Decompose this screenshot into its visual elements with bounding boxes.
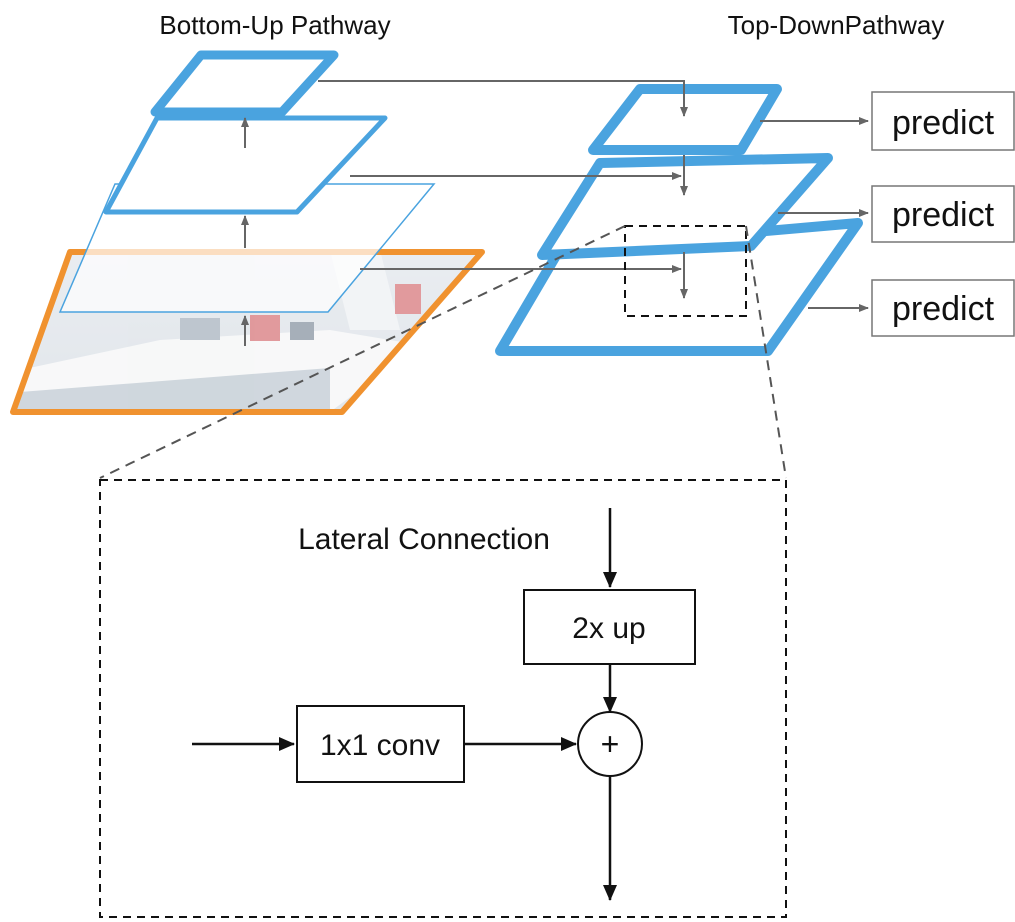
bottom-up-level-1 [58, 183, 436, 313]
sum-node: + [577, 711, 643, 777]
top-down-heading: Top-DownPathway [728, 10, 945, 40]
conv-label: 1x1 conv [320, 729, 440, 762]
upsample-label: 2x up [572, 612, 645, 645]
upsample-box: 2x up [523, 589, 696, 665]
detail-panel [99, 479, 787, 918]
predict-label-1: predict [892, 104, 995, 142]
top-down-level-3 [588, 84, 782, 155]
bottom-up-heading: Bottom-Up Pathway [159, 10, 390, 40]
bottom-up-level-3 [150, 50, 339, 117]
predict-box-2: predict [871, 185, 1015, 243]
conv-box: 1x1 conv [296, 705, 465, 783]
zoom-connector-right [745, 225, 787, 479]
top-down-level-2 [537, 153, 833, 260]
predict-label-2: predict [892, 196, 995, 234]
predict-box-3: predict [871, 279, 1015, 337]
lateral-connection-title: Lateral Connection [298, 523, 550, 556]
bottom-up-level-2 [103, 115, 388, 215]
lateral-arrow-1 [318, 80, 688, 117]
zoom-connector-left [99, 225, 626, 479]
predict-label-3: predict [892, 290, 995, 328]
sum-symbol: + [601, 726, 620, 762]
zoom-region [624, 225, 747, 317]
predict-box-1: predict [871, 91, 1015, 151]
